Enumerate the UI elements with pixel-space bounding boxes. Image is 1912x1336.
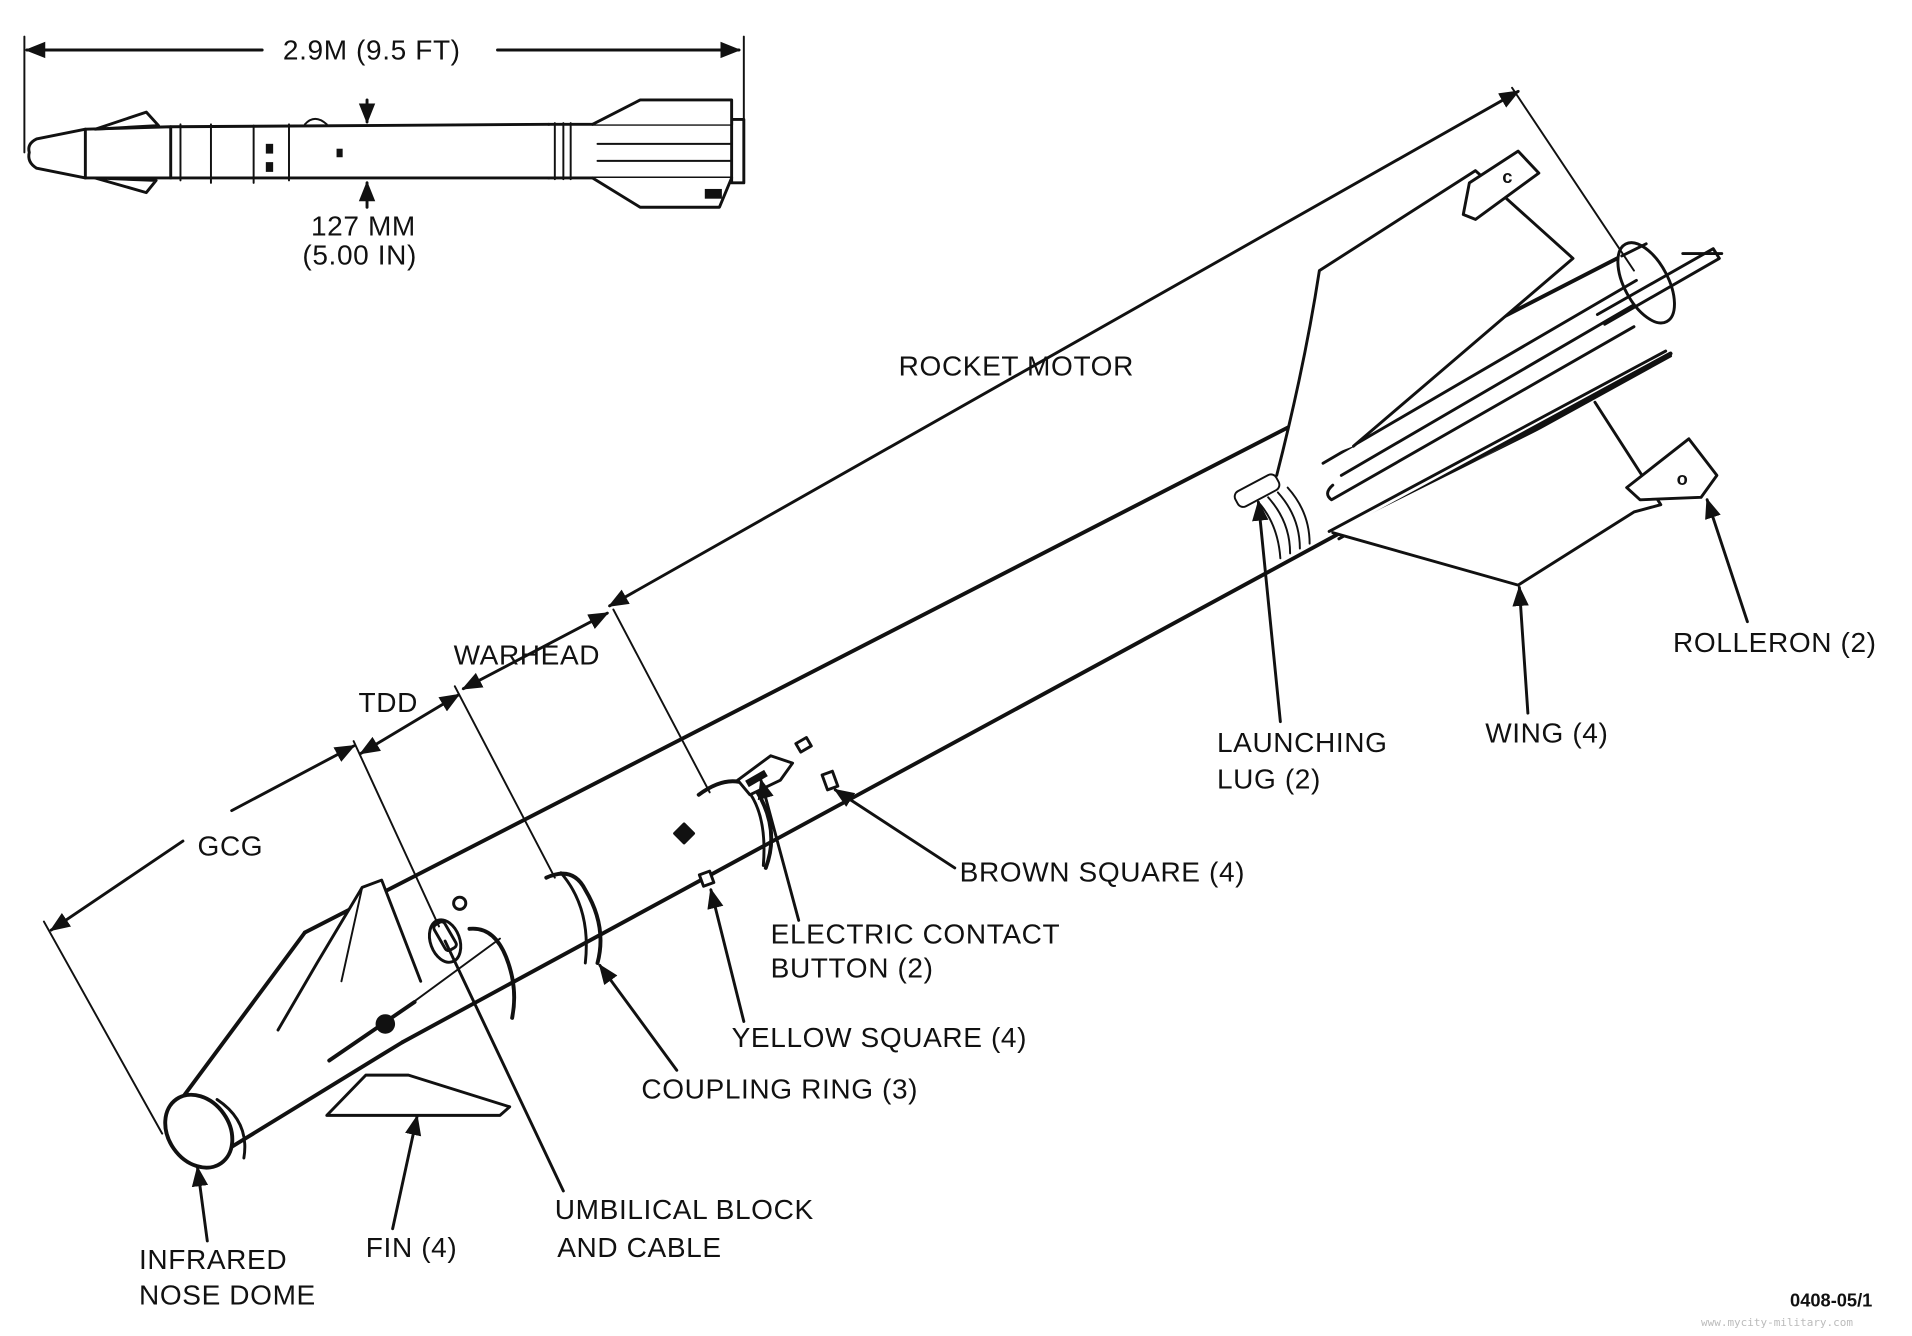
yellow-square-bottom [697, 869, 716, 888]
nose-dome [163, 1092, 235, 1170]
figure-code: 0408-05/1 [1790, 1290, 1872, 1311]
electric-contact-button [736, 754, 795, 797]
inset-missile [27, 98, 746, 209]
section-dimensions: ROCKET MOTOR WARHEAD TDD GCG [42, 86, 1635, 1135]
length-label: 2.9M (9.5 FT) [283, 35, 461, 66]
callout-rolleron: ROLLERON (2) [1673, 627, 1877, 658]
rolleron-lower [1625, 437, 1719, 502]
section-rocket-motor: ROCKET MOTOR [899, 350, 1134, 381]
watermark: www.mycity-military.com [1701, 1316, 1853, 1329]
section-tdd: TDD [359, 687, 418, 718]
length-dimension: 2.9M (9.5 FT) [23, 35, 745, 154]
callout-brown-square: BROWN SQUARE (4) [960, 856, 1245, 887]
yellow-square-side [673, 822, 696, 845]
callout-electric-contact-2: BUTTON (2) [771, 953, 934, 984]
inset-side-view: 2.9M (9.5 FT) [23, 35, 746, 271]
rolleron-lower-mark: o [1677, 468, 1688, 489]
callout-electric-contact-1: ELECTRIC CONTACT [771, 918, 1061, 949]
diameter-dimension: 127 MM (5.00 IN) [302, 98, 417, 271]
callout-wing: WING (4) [1485, 717, 1608, 748]
callout-umbilical-1: UMBILICAL BLOCK [555, 1194, 814, 1225]
coupling-ring-2 [544, 871, 603, 965]
callout-launching-lug-1: LAUNCHING [1217, 727, 1388, 758]
coupling-ring-3 [696, 778, 774, 870]
callout-fin: FIN (4) [366, 1232, 457, 1263]
callout-yellow-square: YELLOW SQUARE (4) [732, 1022, 1027, 1053]
launching-lug [1233, 473, 1311, 560]
rolleron-upper-mark: c [1502, 166, 1512, 187]
callout-nose-dome-1: INFRARED [139, 1244, 287, 1275]
section-warhead: WARHEAD [454, 639, 601, 670]
callout-coupling-ring: COUPLING RING (3) [641, 1073, 918, 1104]
callout-nose-dome-2: NOSE DOME [139, 1279, 316, 1310]
fin-upper [276, 878, 423, 1032]
callout-umbilical-2: AND CABLE [557, 1232, 721, 1263]
brown-square-top [794, 736, 813, 754]
diameter-label-mm: 127 MM [311, 210, 416, 241]
section-gcg: GCG [198, 831, 264, 862]
brown-square-side [820, 769, 840, 792]
coupling-ring-1 [467, 926, 517, 1020]
callouts: LAUNCHING LUG (2) WING (4) ROLLERON (2) … [139, 497, 1877, 1310]
diameter-label-in: (5.00 IN) [302, 240, 417, 271]
guidance-section [163, 930, 501, 1170]
callout-launching-lug-2: LUG (2) [1217, 764, 1321, 795]
fin-lower [325, 1073, 512, 1117]
